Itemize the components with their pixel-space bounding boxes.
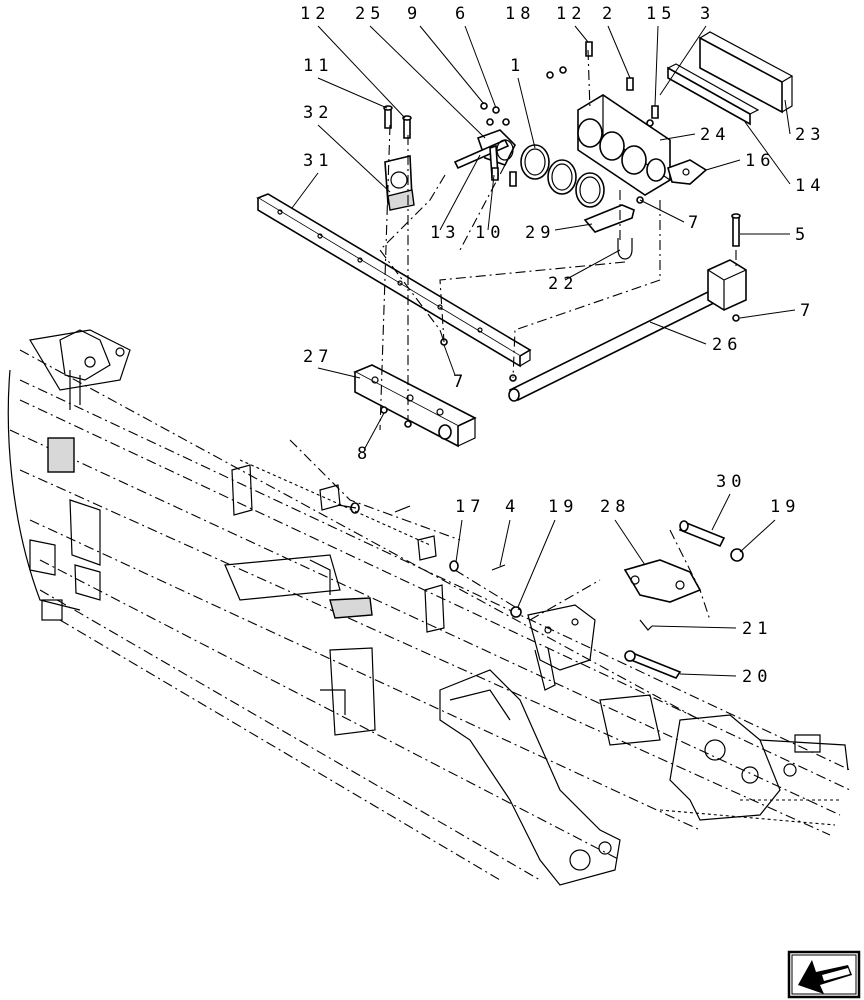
callout-26: 26 (712, 335, 742, 355)
part-14-gasket (667, 63, 760, 126)
callout-2: 2 (602, 4, 617, 24)
callout-27: 27 (303, 347, 333, 367)
part-16-clip (667, 159, 708, 185)
callout-21: 21 (742, 619, 772, 639)
part-24-light-box (577, 94, 671, 196)
callout-31: 31 (303, 151, 333, 171)
callout-23: 23 (795, 125, 825, 145)
part-20-pin (624, 650, 682, 679)
callout-13: 13 (430, 223, 460, 243)
part-29-bracket (583, 204, 635, 233)
next-page-arrow-icon[interactable] (787, 950, 861, 999)
callout-11: 11 (303, 56, 333, 76)
part-1-rings (520, 144, 605, 208)
part-21-clip (639, 619, 653, 631)
assembly-lines (239, 49, 737, 621)
callout-22: 22 (548, 274, 578, 294)
part-32-plate (384, 154, 415, 211)
callout-8: 8 (357, 444, 372, 464)
part-5-pin (731, 213, 741, 247)
callout-4: 4 (505, 497, 520, 517)
part-22-u-bolt (617, 238, 633, 260)
callout-6: 6 (455, 4, 470, 24)
callout-28: 28 (600, 497, 630, 517)
leader-lines (291, 25, 796, 677)
callout-18: 18 (505, 4, 535, 24)
frame-hardware (337, 502, 522, 618)
callout-5: 5 (795, 225, 810, 245)
callout-32: 32 (303, 103, 333, 123)
part-26-tube (508, 259, 747, 402)
callout-3: 3 (700, 4, 715, 24)
callout-12: 12 (300, 4, 330, 24)
main-frame (7, 329, 851, 886)
callout-10: 10 (475, 223, 505, 243)
part-25-bracket (453, 129, 516, 179)
callout-7: 7 (800, 301, 815, 321)
callout-14: 14 (795, 176, 825, 196)
part-30-pin (678, 520, 726, 548)
callout-29: 29 (525, 223, 555, 243)
callout-25: 25 (355, 4, 385, 24)
callout-12: 12 (556, 4, 586, 24)
callout-15: 15 (646, 4, 676, 24)
callout-7: 7 (453, 372, 468, 392)
callout-17: 17 (455, 497, 485, 517)
callout-7: 7 (688, 213, 703, 233)
callout-19: 19 (770, 497, 800, 517)
callout-20: 20 (742, 667, 772, 687)
part-11-bolts (383, 105, 412, 139)
callout-16: 16 (745, 151, 775, 171)
callout-1: 1 (510, 56, 525, 76)
part-31-bar (256, 193, 532, 368)
part-23-lens (699, 31, 794, 114)
callout-9: 9 (407, 4, 422, 24)
callout-24: 24 (700, 125, 730, 145)
callout-19: 19 (548, 497, 578, 517)
callout-30: 30 (716, 472, 746, 492)
